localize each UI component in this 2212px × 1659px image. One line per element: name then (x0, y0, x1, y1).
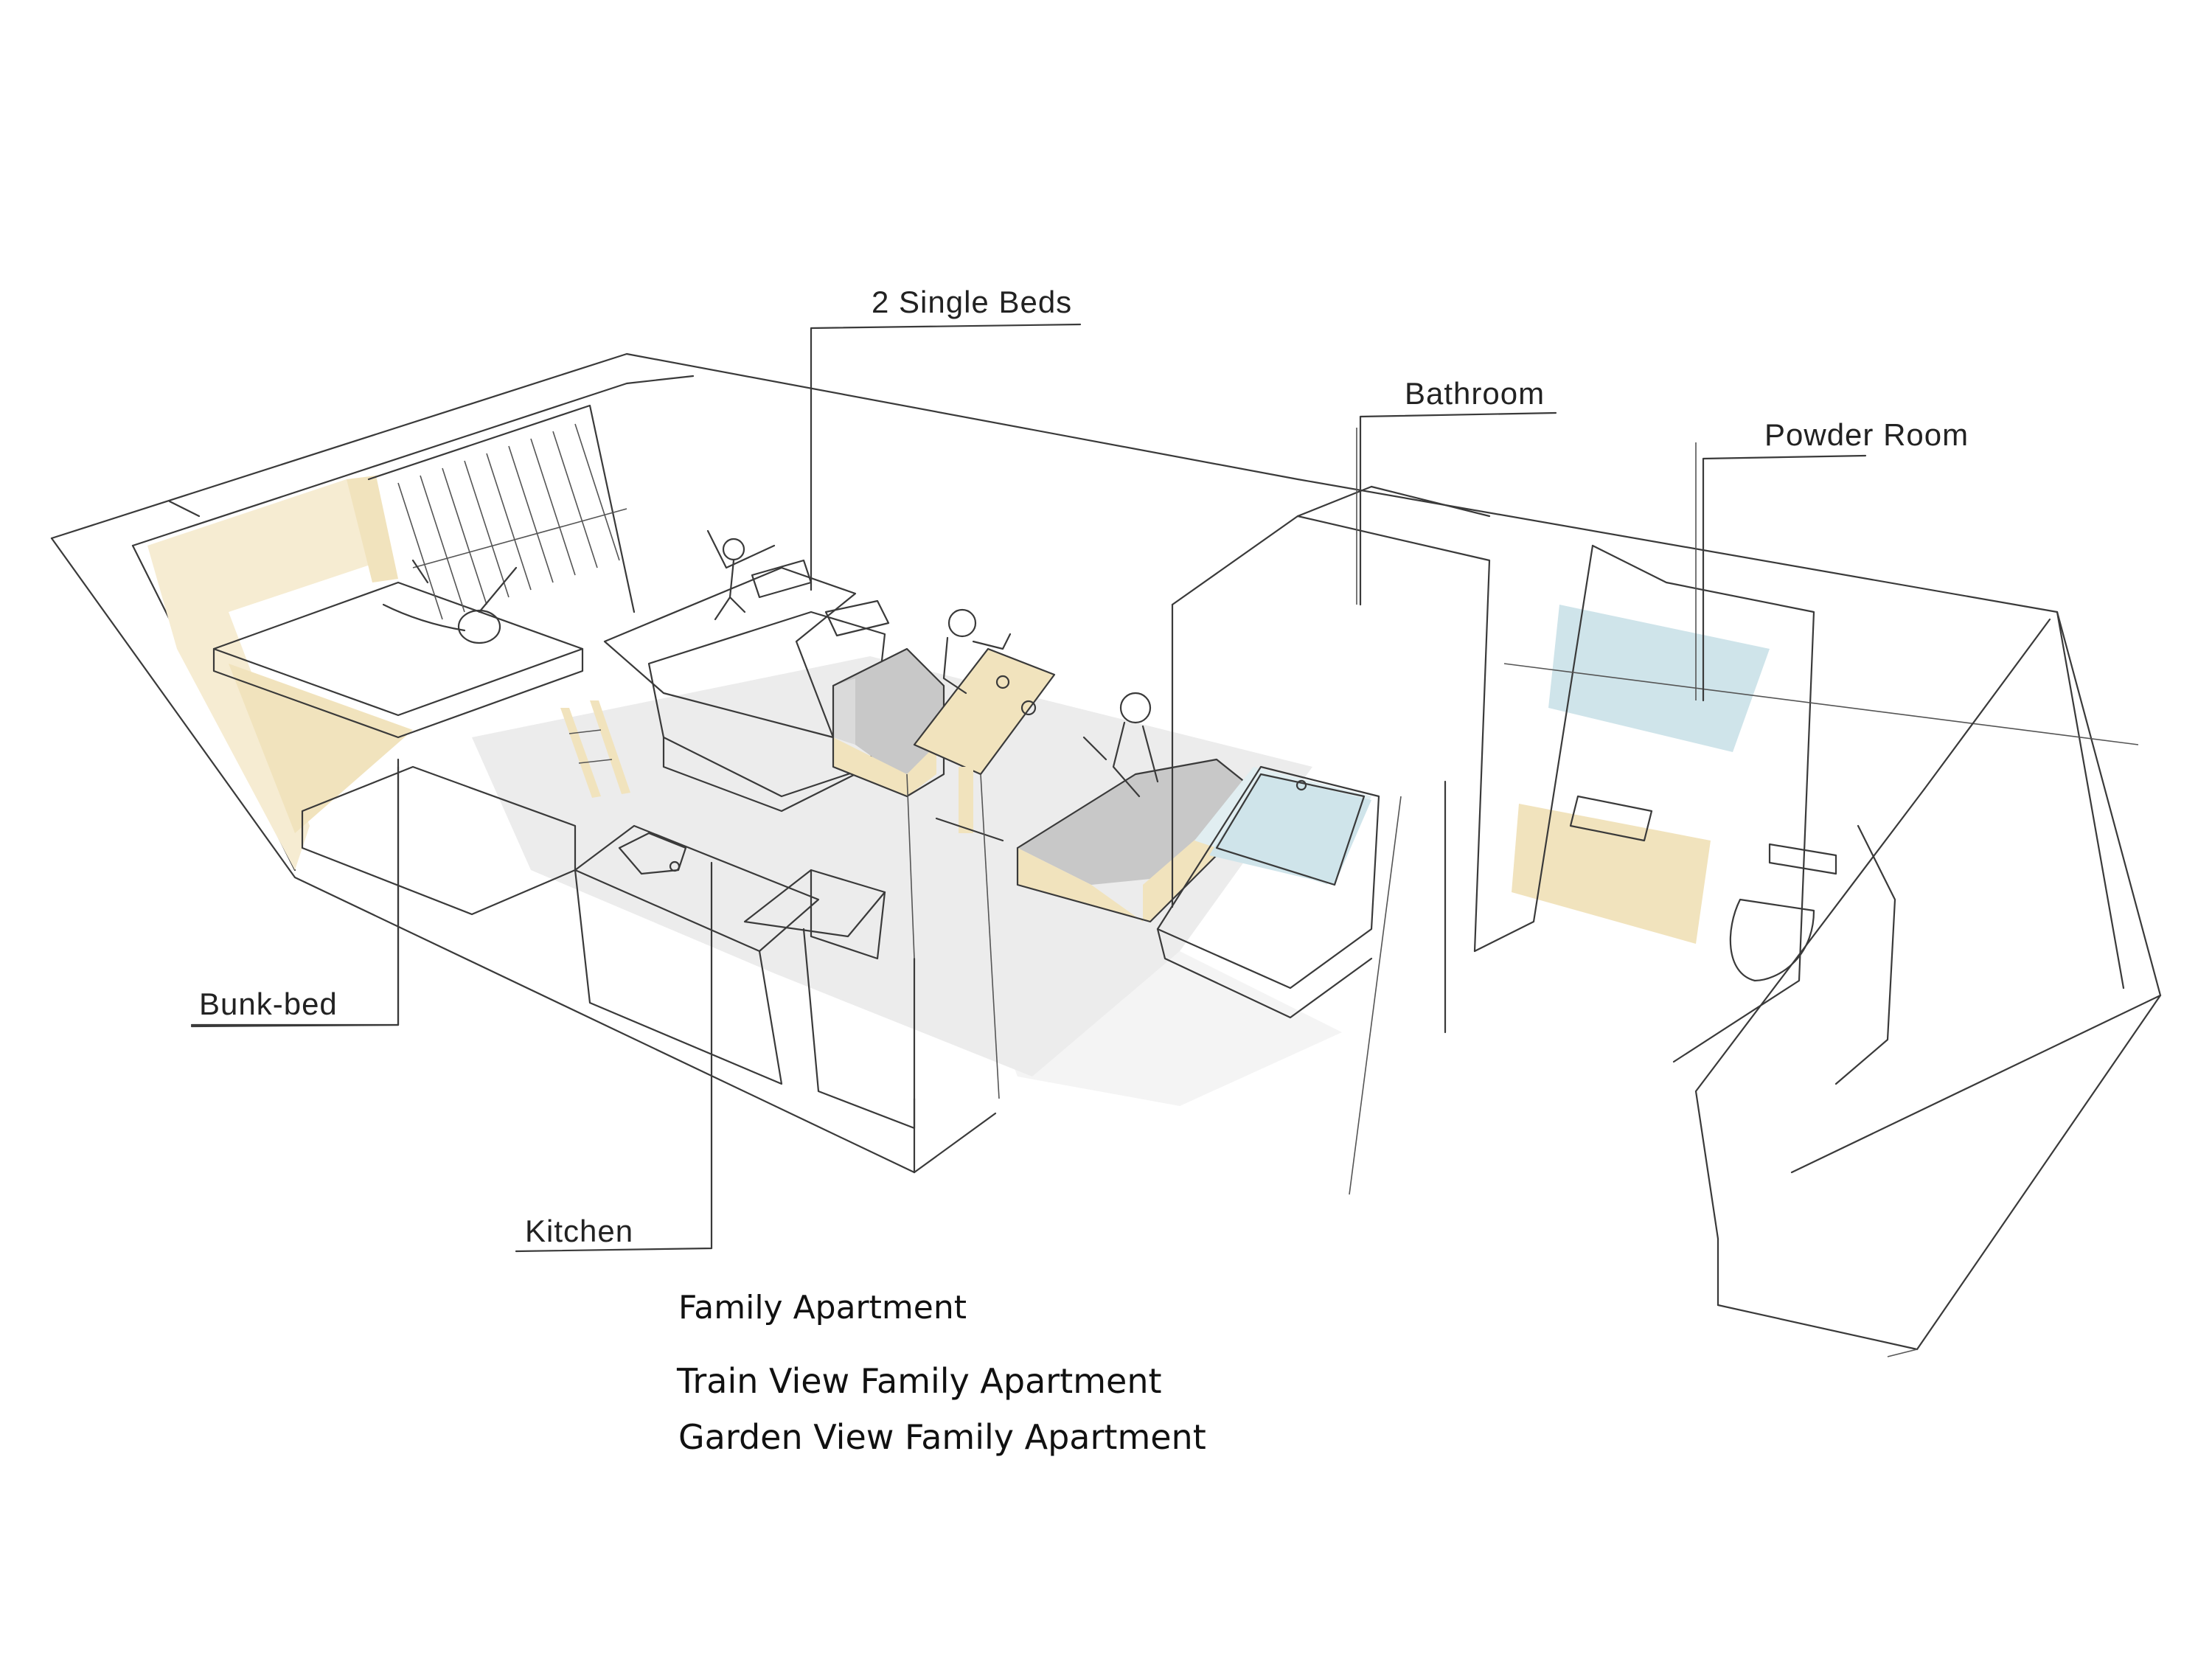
ladder (560, 700, 630, 798)
title-garden-view-family-apartment: Garden View Family Apartment (678, 1417, 1206, 1457)
kitchen-counter (574, 773, 1000, 1130)
label-powder-room: Powder Room (1764, 417, 1969, 452)
outer-shell (50, 352, 2162, 1357)
bunk-bed-area (147, 404, 636, 1026)
label-2-single-beds: 2 Single Beds (872, 285, 1073, 319)
bathroom-block (1156, 428, 1491, 1195)
label-kitchen: Kitchen (525, 1214, 634, 1248)
child-figure (382, 559, 518, 644)
title-train-view-family-apartment: Train View Family Apartment (677, 1361, 1162, 1401)
dining-area (832, 608, 1255, 923)
window-blinds (367, 404, 636, 620)
title-family-apartment: Family Apartment (678, 1289, 967, 1326)
floor-area (472, 656, 1342, 1106)
powder-room-block (1473, 442, 2162, 1240)
jumping-child-figure (706, 529, 776, 621)
man-figure (942, 608, 1012, 695)
woman-figure (1082, 692, 1159, 798)
leader-lines (190, 323, 1867, 1253)
label-bunk-bed: Bunk-bed (199, 987, 338, 1021)
label-bathroom: Bathroom (1405, 376, 1545, 411)
toilet (1729, 824, 1896, 1085)
